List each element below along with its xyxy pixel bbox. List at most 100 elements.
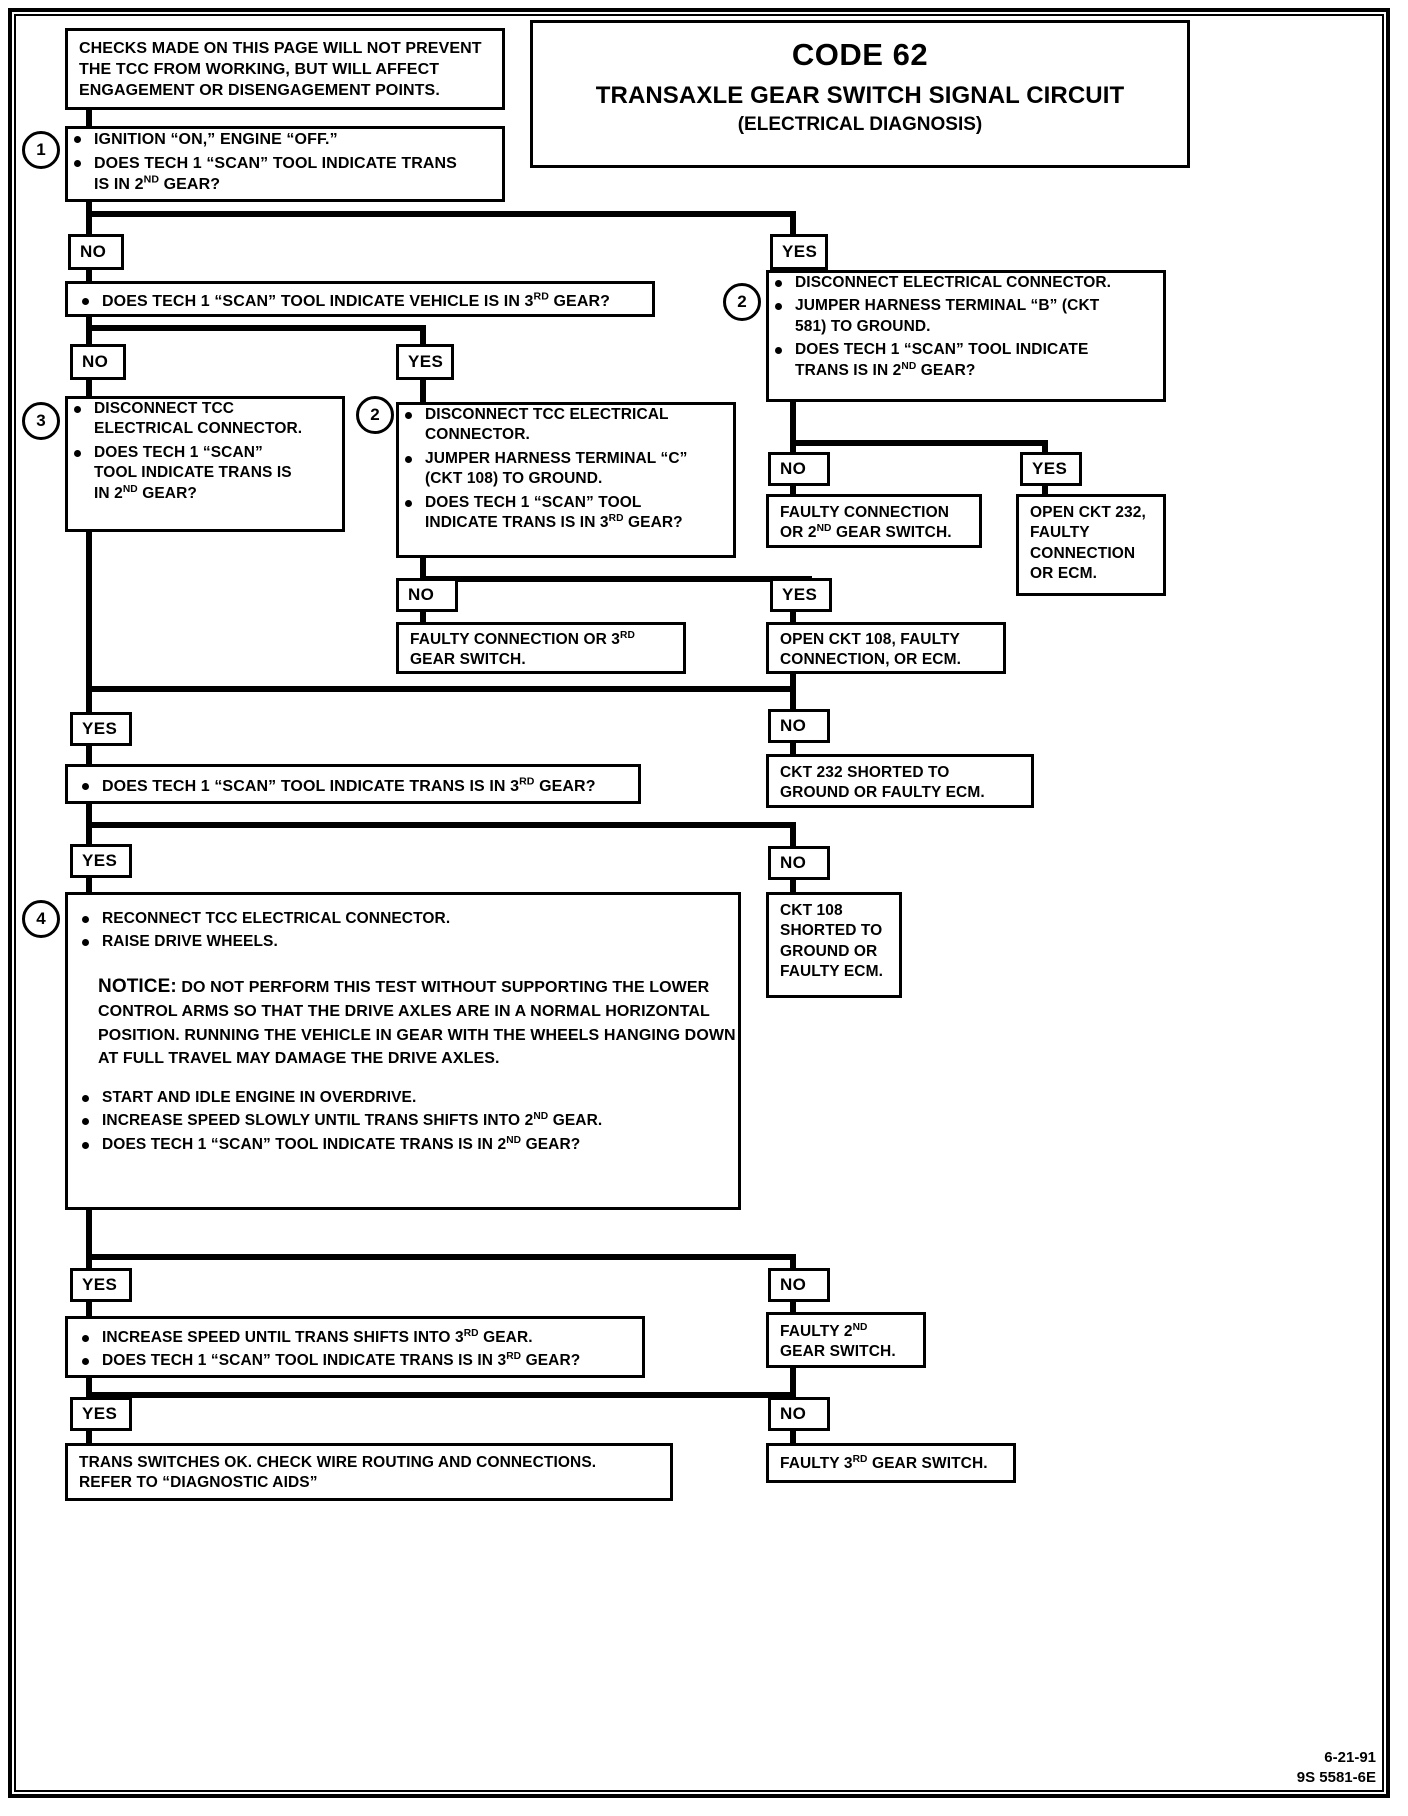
footer-date: 6-21-91	[1324, 1748, 1376, 1766]
page-outer-border	[8, 8, 1390, 1798]
connector-yesstep4-down	[86, 1300, 92, 1320]
connector-step2r-to-yes	[1042, 440, 1048, 456]
chip-yes-3rdq2: YES	[70, 844, 132, 878]
step4-notice: NOTICE: DO NOT PERFORM THIS TEST WITHOUT…	[98, 973, 738, 1070]
trans-3rd-gear-question-box: DOES TECH 1 “SCAN” TOOL INDICATE TRANS I…	[65, 764, 641, 804]
faulty3rdsw-line1: FAULTY 3RD GEAR SWITCH.	[780, 1453, 988, 1472]
result-trans-switches-ok: TRANS SWITCHES OK. CHECK WIRE ROUTING AN…	[65, 1443, 673, 1501]
connector-step3-to-no	[790, 674, 796, 710]
step2r-bullet-3: DOES TECH 1 “SCAN” TOOL INDICATE TRANS I…	[769, 340, 1163, 381]
connector-3rdq2-to-no	[790, 822, 796, 848]
step-number-4: 4	[22, 900, 60, 938]
ckt108short-line4: FAULTY ECM.	[780, 963, 884, 981]
chip-no-3rdq2: NO	[768, 846, 830, 880]
connector-step2m-across	[420, 576, 812, 582]
connector-step1-across	[86, 211, 796, 217]
connector-step4-down	[86, 1208, 92, 1280]
result-faulty-3rd-gear-switch: FAULTY 3RD GEAR SWITCH.	[766, 1443, 1016, 1483]
connector-yes3rdcheck-down	[420, 378, 426, 406]
chip-yes-step1: YES	[770, 234, 828, 270]
chip-yes-step4: YES	[70, 1268, 132, 1302]
step2-right-box: DISCONNECT ELECTRICAL CONNECTOR. JUMPER …	[766, 270, 1166, 402]
chip-yes-3rdcheck: YES	[396, 344, 454, 380]
title-sub: (ELECTRICAL DIAGNOSIS)	[737, 114, 983, 135]
chip-no-step4: NO	[768, 1268, 830, 1302]
speed3rd-bullet-1: INCREASE SPEED UNTIL TRANS SHIFTS INTO 3…	[76, 1328, 636, 1348]
step3-bullet-2: DOES TECH 1 “SCAN” TOOL INDICATE TRANS I…	[68, 443, 342, 504]
chip-yes-step3: YES	[70, 712, 132, 746]
connector-3rdcheck-down	[86, 315, 92, 355]
step4-bullet-1: RECONNECT TCC ELECTRICAL CONNECTOR.	[76, 909, 728, 929]
open232-line1: OPEN CKT 232,	[1030, 504, 1146, 521]
ckt108short-line3: GROUND OR	[780, 942, 878, 960]
chip-yes-speed3rd: YES	[70, 1397, 132, 1431]
connector-to-ckt108short	[790, 878, 796, 894]
step4-box: RECONNECT TCC ELECTRICAL CONNECTOR. RAIS…	[65, 892, 741, 1210]
ckt232short-line2: GROUND OR FAULTY ECM.	[780, 784, 985, 802]
connector-note-to-box1	[86, 108, 92, 128]
step-number-1: 1	[22, 131, 60, 169]
step-number-2-mid: 2	[356, 396, 394, 434]
step1-box: IGNITION “ON,” ENGINE “OFF.” DOES TECH 1…	[65, 126, 505, 202]
step2r-bullet-1: DISCONNECT ELECTRICAL CONNECTOR.	[769, 273, 1163, 293]
title-main: TRANSAXLE GEAR SWITCH SIGNAL CIRCUIT	[595, 82, 1125, 109]
open108-line2: CONNECTION, OR ECM.	[780, 651, 962, 669]
footer-doc: 9S 5581-6E	[1296, 1768, 1376, 1786]
step-number-2-right: 2	[723, 283, 761, 321]
connector-3rdcheck-to-yes	[420, 325, 426, 347]
ckt108short-line2: SHORTED TO	[780, 922, 883, 940]
connector-to-faultyconn3rd	[420, 610, 426, 626]
notice-label: NOTICE:	[98, 975, 177, 997]
result-open-ckt-108: OPEN CKT 108, FAULTY CONNECTION, OR ECM.	[766, 622, 1006, 674]
faultyconn2nd-line2: OR 2ND GEAR SWITCH.	[780, 523, 952, 542]
faultyconn2nd-line1: FAULTY CONNECTION	[780, 504, 950, 521]
connector-step3-down	[86, 530, 92, 720]
chip-yes-step2r: YES	[1020, 452, 1082, 486]
connector-step2r-across	[790, 440, 1048, 446]
step4-bullet-3: START AND IDLE ENGINE IN OVERDRIVE.	[76, 1088, 728, 1108]
note-line-3: ENGAGEMENT OR DISENGAGEMENT POINTS.	[79, 82, 440, 100]
connector-step2m-down	[420, 556, 426, 590]
connector-step4-across	[86, 1254, 796, 1260]
connector-speed3rd-across	[86, 1392, 796, 1398]
chip-yes-step2m: YES	[770, 578, 832, 612]
note-line-1: CHECKS MADE ON THIS PAGE WILL NOT PREVEN…	[79, 40, 482, 57]
connector-step3-across	[86, 686, 796, 692]
step2m-bullet-1: DISCONNECT TCC ELECTRICAL CONNECTOR.	[399, 405, 733, 446]
page-inner-border	[14, 14, 1384, 1792]
trans-3rd-question-bullet: DOES TECH 1 “SCAN” TOOL INDICATE TRANS I…	[76, 776, 632, 797]
connector-to-faultyconn2nd	[790, 484, 796, 498]
connector-step2r-down	[790, 400, 796, 458]
speed-3rd-gear-box: INCREASE SPEED UNTIL TRANS SHIFTS INTO 3…	[65, 1316, 645, 1378]
speed3rd-bullet-2: DOES TECH 1 “SCAN” TOOL INDICATE TRANS I…	[76, 1351, 636, 1371]
result-ckt-232-shorted: CKT 232 SHORTED TO GROUND OR FAULTY ECM.	[766, 754, 1034, 808]
result-ckt-108-shorted: CKT 108 SHORTED TO GROUND OR FAULTY ECM.	[766, 892, 902, 998]
chip-no-3rdcheck: NO	[70, 344, 126, 380]
transok-line2: REFER TO “DIAGNOSTIC AIDS”	[79, 1474, 318, 1492]
chip-no-step2m: NO	[396, 578, 458, 612]
ckt232short-line1: CKT 232 SHORTED TO	[780, 764, 950, 781]
connector-step1-down	[86, 200, 92, 246]
chip-no-step1: NO	[68, 234, 124, 270]
step4-bullet-2: RAISE DRIVE WHEELS.	[76, 932, 728, 952]
connector-to-transok	[86, 1429, 92, 1449]
result-faulty-connection-2nd-gear: FAULTY CONNECTION OR 2ND GEAR SWITCH.	[766, 494, 982, 548]
step1-bullet-1: IGNITION “ON,” ENGINE “OFF.”	[68, 129, 502, 150]
step2-mid-box: DISCONNECT TCC ELECTRICAL CONNECTOR. JUM…	[396, 402, 736, 558]
connector-no1-down	[86, 268, 92, 286]
connector-yesstep3-down	[86, 744, 92, 766]
result-faulty-connection-3rd-gear: FAULTY CONNECTION OR 3RD GEAR SWITCH.	[396, 622, 686, 674]
faulty2ndsw-line1: FAULTY 2ND	[780, 1321, 868, 1340]
faultyconn3rd-line2: GEAR SWITCH.	[410, 651, 526, 669]
footer: 6-21-91 9S 5581-6E	[1297, 1748, 1376, 1789]
faulty2ndsw-line2: GEAR SWITCH.	[780, 1343, 896, 1361]
step3-box: DISCONNECT TCC ELECTRICAL CONNECTOR. DOE…	[65, 396, 345, 532]
connector-3rdcheck-across	[86, 325, 426, 331]
chip-no-speed3rd: NO	[768, 1397, 830, 1431]
connector-step1-to-yes	[790, 211, 796, 243]
step3-bullet-1: DISCONNECT TCC ELECTRICAL CONNECTOR.	[68, 399, 342, 440]
connector-to-faulty3rdswitch	[790, 1429, 796, 1445]
notice-text: DO NOT PERFORM THIS TEST WITHOUT SUPPORT…	[98, 978, 736, 1067]
step4-bullet-4: INCREASE SPEED SLOWLY UNTIL TRANS SHIFTS…	[76, 1111, 728, 1131]
